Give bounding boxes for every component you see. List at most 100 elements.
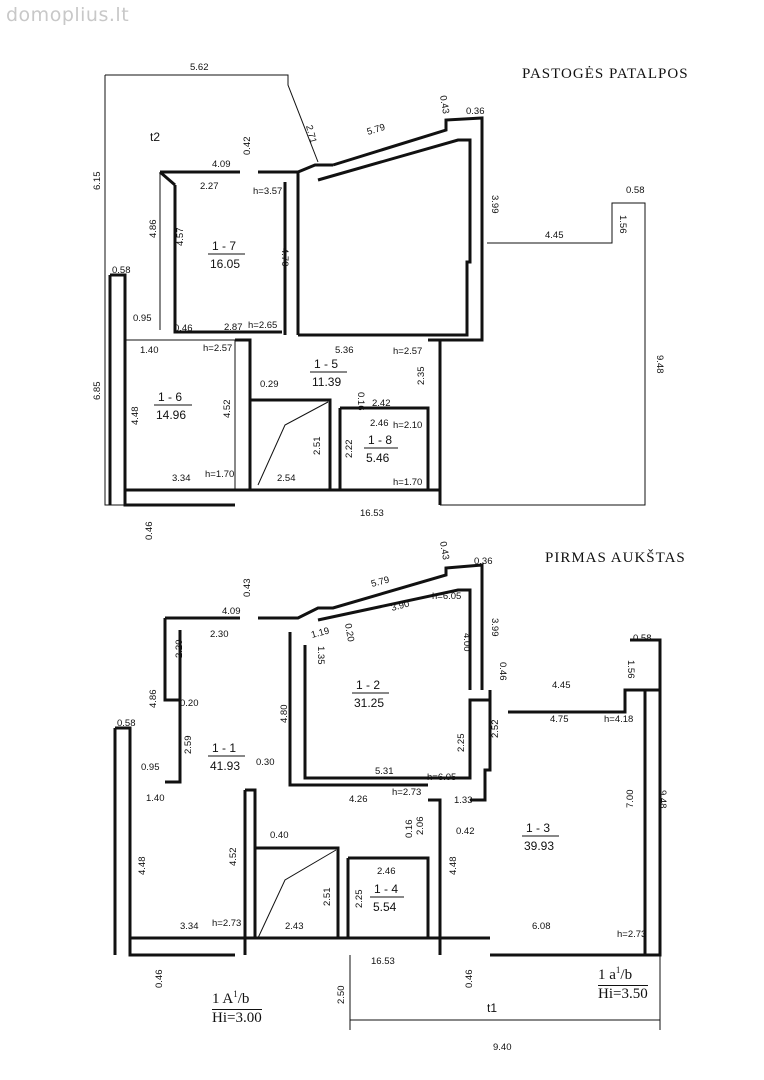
ground-dim-23: 4.80 [279, 705, 290, 724]
ground-dim-19: 4.86 [148, 690, 159, 709]
attic-dim-10: h=3.57 [253, 186, 282, 197]
room-1-7-area: 16.05 [210, 257, 240, 271]
room-1-5-id: 1 - 5 [314, 357, 338, 371]
ground-dim-26: 0.58 [117, 718, 136, 729]
room-1-5-area: 11.39 [312, 375, 341, 389]
ground-dim-18: 4.45 [552, 680, 571, 691]
ground-dim-36: 9.48 [657, 790, 668, 809]
ground-dim-2: 0.36 [474, 556, 493, 567]
ground-dim-41: 0.42 [456, 826, 475, 837]
room-1-8-id: 1 - 8 [368, 433, 392, 447]
note-right-line2: Hi=3.50 [598, 986, 648, 1002]
attic-dim-18: 0.58 [112, 265, 131, 276]
ground-dim-20: 0.20 [180, 698, 199, 709]
attic-dim-9: 2.27 [200, 181, 219, 192]
ground-dim-3: 5.79 [370, 574, 391, 589]
ground-dim-9: 1.19 [310, 625, 331, 640]
attic-dim-42: h=1.70 [393, 477, 422, 488]
note-left: 1 A1/b Hi=3.00 [212, 986, 262, 1027]
attic-dim-44: 0.46 [144, 522, 155, 541]
attic-dim-1: 5.62 [190, 62, 209, 73]
ground-dim-12: 3.99 [489, 618, 500, 637]
note-right-line1: 1 a [598, 967, 616, 983]
ground-dim-27: 2.59 [183, 736, 194, 755]
attic-dim-19: 0.95 [133, 313, 152, 324]
attic-dim-29: 2.35 [416, 367, 427, 386]
ground-dim-8: 2.30 [210, 629, 229, 640]
ground-dim-29: 5.31 [375, 766, 394, 777]
ground-dim-43: 4.48 [137, 857, 148, 876]
ground-dim-49: h=2.73 [212, 918, 241, 929]
ground-dim-1: 0.43 [437, 541, 451, 561]
attic-dim-24: h=2.57 [203, 343, 232, 354]
ground-dim-5: h=6.05 [432, 591, 461, 602]
ground-dim-46: 2.51 [322, 888, 333, 907]
ground-dim-45: 2.46 [377, 866, 396, 877]
room-1-4-area: 5.54 [373, 900, 397, 914]
attic-dim-5: 0.36 [466, 106, 485, 117]
ground-dim-13: 0.58 [633, 633, 652, 644]
ground-dim-25: 2.52 [490, 720, 501, 739]
note-right-sup: 1 [615, 965, 621, 975]
attic-dim-13: 1.56 [617, 215, 628, 234]
note-left-line2: Hi=3.00 [212, 1010, 262, 1026]
room-1-3-id: 1 - 3 [526, 821, 550, 835]
ground-dim-56: 2.50 [336, 986, 347, 1005]
ground-walls [113, 563, 662, 1030]
attic-dim-23: 1.40 [140, 345, 159, 356]
room-1-7-id: 1 - 7 [212, 239, 236, 253]
ground-dim-34: 1.33 [454, 795, 473, 806]
room-1-6-id: 1 - 6 [158, 390, 182, 404]
attic-dim-4: 0.43 [437, 95, 451, 115]
room-1-1-id: 1 - 1 [212, 741, 236, 755]
attic-dim-25: 5.36 [335, 345, 354, 356]
attic-dim-38: 2.22 [344, 440, 355, 459]
attic-dim-31: 4.48 [130, 407, 141, 426]
ground-dim-6: 4.09 [222, 606, 241, 617]
room-1-1-area: 41.93 [210, 759, 240, 773]
attic-dim-11: 3.99 [489, 195, 500, 214]
attic-dim-41: 2.54 [277, 473, 296, 484]
ground-dim-17: 1.56 [625, 660, 636, 679]
ground-dim-15: 1.35 [315, 646, 326, 665]
attic-dim-32: 4.52 [222, 400, 233, 419]
attic-dim-22: h=2.65 [248, 320, 277, 331]
ground-dim-57: 9.40 [493, 1042, 512, 1053]
note-left-line1: 1 A [212, 991, 234, 1007]
ground-dim-42: 4.52 [228, 848, 239, 867]
room-1-4-id: 1 - 4 [374, 882, 398, 896]
ground-dim-14: 2.20 [174, 640, 185, 659]
ground-dim-51: 6.08 [532, 921, 551, 932]
ground-dim-50: 2.43 [285, 921, 304, 932]
ground-dim-21: 4.75 [550, 714, 569, 725]
ground-dim-53: 0.46 [154, 970, 165, 989]
ground-dim-40: 2.06 [415, 817, 426, 836]
attic-dim-33: 0.16 [355, 392, 366, 411]
attic-dim-37: 2.51 [312, 437, 323, 456]
attic-dim-28: 0.29 [260, 379, 279, 390]
attic-dim-40: h=1.70 [205, 469, 234, 480]
ground-dim-47: 2.25 [354, 890, 365, 909]
ground-dim-37: 1.40 [146, 793, 165, 804]
ground-zone: t1 [487, 1001, 497, 1015]
attic-title: PASTOGĖS PATALPOS [522, 66, 689, 82]
ground-dim-54: 16.53 [371, 956, 395, 967]
ground-dim-55: 0.46 [464, 970, 475, 989]
ground-dim-33: h=2.73 [392, 787, 421, 798]
attic-dim-15: 4.86 [148, 220, 159, 239]
attic-dim-39: 3.34 [172, 473, 191, 484]
ground-dim-24: 2.25 [456, 734, 467, 753]
attic-dim-14: 4.45 [545, 230, 564, 241]
attic-zone: t2 [150, 130, 160, 144]
room-1-8-area: 5.46 [366, 451, 390, 465]
attic-dim-6: 6.15 [92, 172, 103, 191]
attic-dim-16: 4.57 [175, 228, 186, 247]
ground-title: PIRMAS AUKŠTAS [545, 550, 686, 566]
note-left-sup: 1 [233, 989, 238, 999]
attic-dim-3: 5.79 [366, 122, 387, 138]
attic-dim-2: 2.71 [303, 124, 318, 145]
attic-dim-36: h=2.10 [393, 420, 422, 431]
ground-dim-28: 0.30 [256, 757, 275, 768]
note-right-suffix: /b [620, 967, 633, 983]
